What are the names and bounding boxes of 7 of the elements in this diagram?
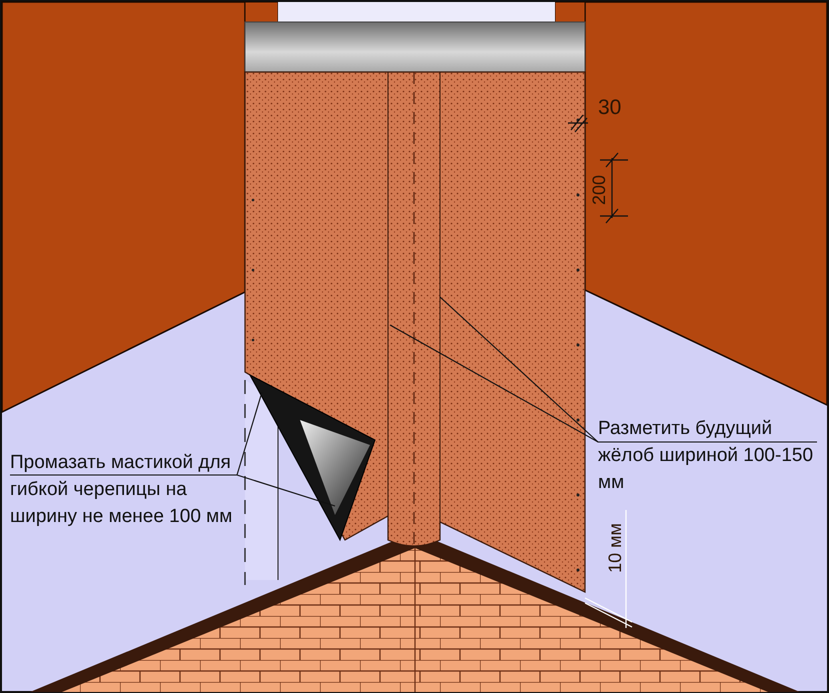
leader-line — [10, 474, 336, 507]
callout-text: Разметить будущий жёлоб шириной 100-150 мм — [598, 415, 820, 496]
dimension-label: 200 — [589, 174, 610, 206]
callout-text: Промазать мастикой для гибкой черепицы на ширину не менее 100 мм — [10, 449, 244, 530]
leader-line — [440, 296, 817, 443]
dimension-label: 30 — [598, 98, 622, 118]
dimension-label: 10 мм — [604, 523, 625, 573]
